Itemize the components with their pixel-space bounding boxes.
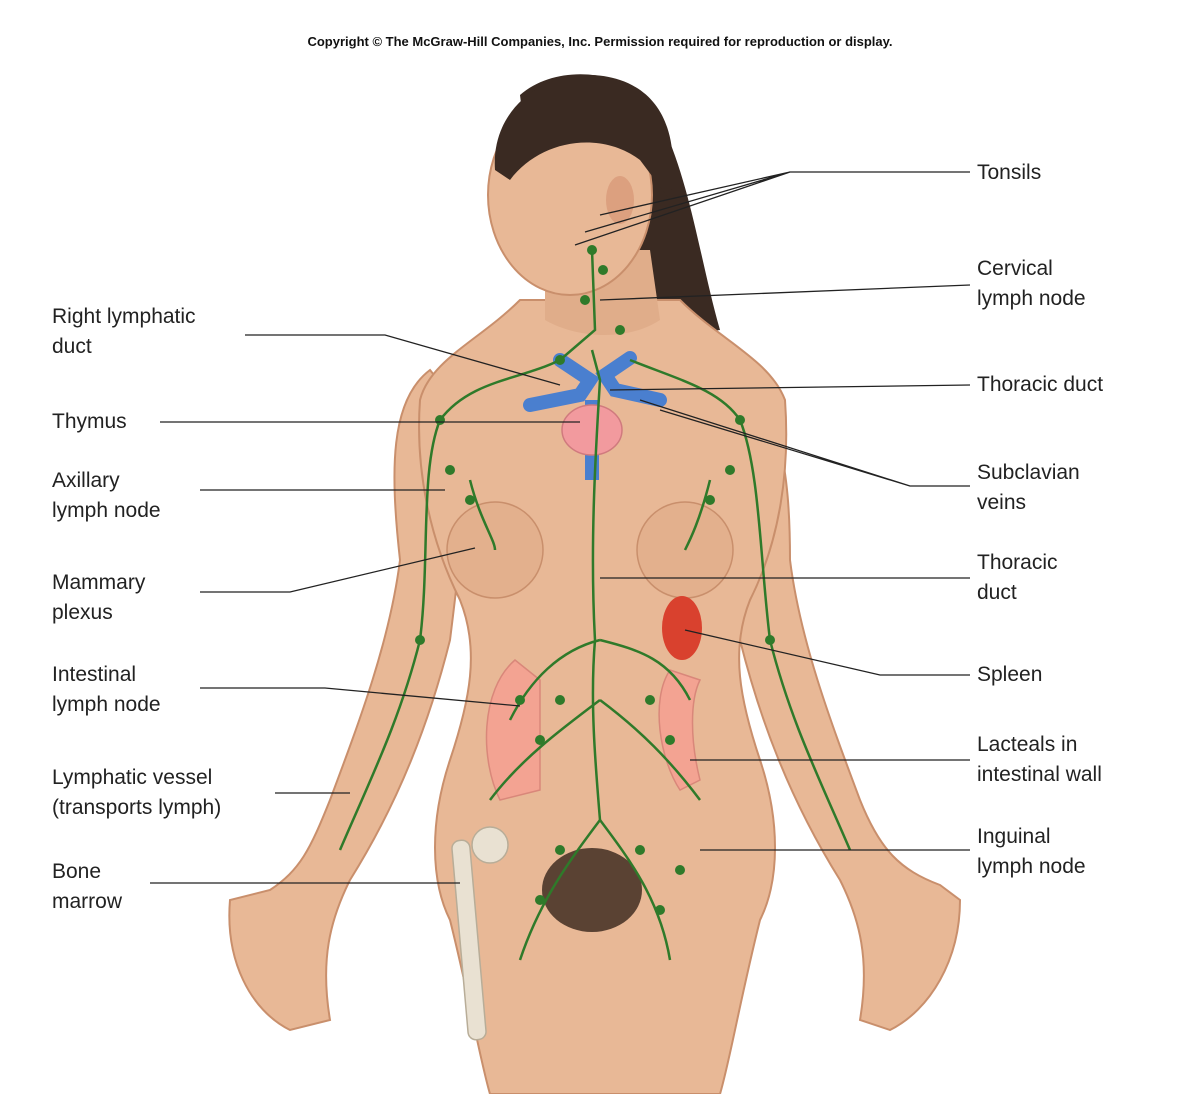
pubic-hair [542,848,642,932]
leader-lines [150,171,971,884]
torso [418,299,788,1094]
label-tonsils: Tonsils [977,161,1042,184]
lymphatic-vessels [338,249,852,961]
organs [451,351,702,1041]
leader-right-lymphatic-duct [245,334,561,386]
femur-bone [451,839,487,1041]
ear [606,176,634,224]
leader-tonsils [574,171,970,246]
spleen-organ [662,596,702,660]
femur-head [471,826,509,864]
copyright-notice: Copyright © The McGraw-Hill Companies, I… [307,34,893,49]
large-intestine [485,659,541,801]
label-thoracic-duct-upper: Thoracic duct [977,373,1104,396]
label-lymphatic-vessel: Lymphatic vessel(transports lymph) [52,766,222,819]
right-arm [228,368,472,1032]
left-arm [718,368,962,1032]
leader-mammary [200,547,476,593]
female-body-figure [228,74,962,1094]
subclavian-vein-right [523,353,600,412]
thymus-organ [561,404,623,456]
leader-thoracic-duct-upper [609,384,971,391]
label-thymus: Thymus [52,410,127,433]
hair-top [494,74,673,200]
leader-intestinal [200,687,521,707]
leader-subclavian [639,399,970,487]
thoracic-duct-vessel [590,349,602,821]
subclavian-vein-left [595,351,667,407]
label-spleen: Spleen [977,663,1043,686]
leader-cervical [599,284,971,301]
lymph-nodes [415,245,775,915]
leader-spleen [684,629,970,676]
